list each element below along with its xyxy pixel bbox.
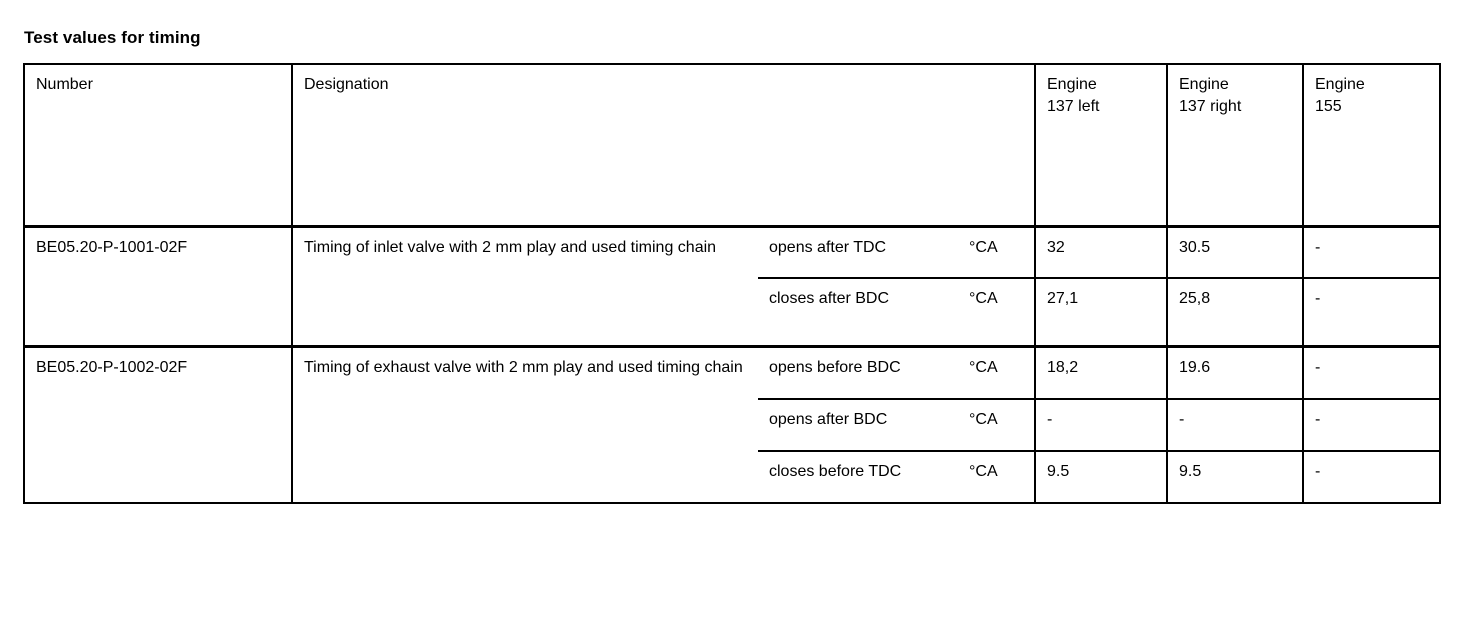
- cell-engine-137-left: 32: [1034, 226, 1167, 278]
- cell-condition: closes before TDC: [758, 449, 958, 503]
- table-group: BE05.20-P-1002-02F Timing of exhaust val…: [24, 346, 1440, 503]
- header-engine-155-line2: 155: [1315, 97, 1342, 115]
- separator-cell: [292, 330, 758, 348]
- cell-engine-155: -: [1302, 277, 1440, 330]
- header-engine-137-right-line2: 137 right: [1179, 97, 1242, 115]
- cell-condition: opens after BDC: [758, 397, 958, 451]
- header-engine-155: Engine 155: [1302, 64, 1440, 228]
- cell-designation: Timing of inlet valve with 2 mm play and…: [304, 238, 717, 256]
- cell-number: BE05.20-P-1001-02F: [24, 226, 293, 330]
- table-row: closes before TDC °CA 9.5 9.5 -: [24, 449, 1440, 503]
- cell-unit: °CA: [958, 277, 1035, 330]
- table-row: BE05.20-P-1001-02F Timing of inlet valve…: [24, 226, 1440, 330]
- cell-engine-137-right: 30.5: [1166, 226, 1303, 278]
- cell-condition: opens after TDC: [769, 238, 887, 256]
- cell-unit: °CA: [958, 449, 1035, 503]
- header-engine-137-right: Engine 137 right: [1166, 64, 1303, 228]
- cell-condition: closes after BDC: [758, 277, 958, 330]
- separator-cell: [758, 330, 958, 348]
- table-row: closes after BDC °CA 27,1 25,8 -: [24, 277, 1440, 330]
- header-engine-137-left-line1: Engine: [1047, 76, 1097, 93]
- header-unit: [958, 64, 1035, 228]
- cell-engine-137-right: -: [1166, 397, 1303, 451]
- cell-engine-155: -: [1302, 226, 1440, 278]
- header-engine-137-right-line1: Engine: [1179, 76, 1229, 93]
- cell-engine-137-left: 18,2: [1034, 346, 1167, 399]
- header-engine-137-left-line2: 137 left: [1047, 97, 1100, 115]
- separator-cell: [958, 330, 1035, 348]
- group-separator: [24, 330, 1440, 348]
- cell-engine-137-left: 9.5: [1034, 449, 1167, 503]
- cell-engine-137-left: 27,1: [1034, 277, 1167, 330]
- separator-cell: [1302, 330, 1440, 348]
- cell-number: BE05.20-P-1002-02F: [24, 346, 293, 503]
- cell-unit: °CA: [969, 359, 998, 376]
- header-condition: [758, 64, 958, 228]
- timing-table: Number Designation Engine 137 left Engin…: [23, 63, 1441, 504]
- page-title: Test values for timing: [24, 28, 201, 47]
- table-group: BE05.20-P-1001-02F Timing of inlet valve…: [24, 226, 1440, 330]
- cell-engine-137-right: 9.5: [1166, 449, 1303, 503]
- table-header-row: Number Designation Engine 137 left Engin…: [24, 64, 1440, 228]
- table-header-group: Number Designation Engine 137 left Engin…: [24, 64, 1440, 228]
- cell-engine-155: -: [1302, 346, 1440, 399]
- header-engine-137-left: Engine 137 left: [1034, 64, 1167, 228]
- timing-table-container: Number Designation Engine 137 left Engin…: [23, 63, 1441, 591]
- cell-unit: °CA: [969, 238, 998, 256]
- table-row: BE05.20-P-1002-02F Timing of exhaust val…: [24, 346, 1440, 503]
- table-row: opens after BDC °CA - - -: [24, 397, 1440, 451]
- header-number: Number: [24, 64, 293, 228]
- cell-engine-155: -: [1302, 397, 1440, 451]
- separator-cell: [1166, 330, 1303, 348]
- cell-engine-137-right: 19.6: [1166, 346, 1303, 399]
- separator-cell: [24, 330, 293, 348]
- group-separator-row: [24, 330, 1440, 348]
- cell-engine-137-right: 25,8: [1166, 277, 1303, 330]
- separator-cell: [1034, 330, 1167, 348]
- cell-condition: opens before BDC: [769, 359, 901, 376]
- header-engine-155-line1: Engine: [1315, 76, 1365, 93]
- cell-engine-137-left: -: [1034, 397, 1167, 451]
- cell-engine-155: -: [1302, 449, 1440, 503]
- cell-designation: Timing of exhaust valve with 2 mm play a…: [304, 359, 743, 376]
- header-designation: Designation: [292, 64, 758, 228]
- cell-unit: °CA: [958, 397, 1035, 451]
